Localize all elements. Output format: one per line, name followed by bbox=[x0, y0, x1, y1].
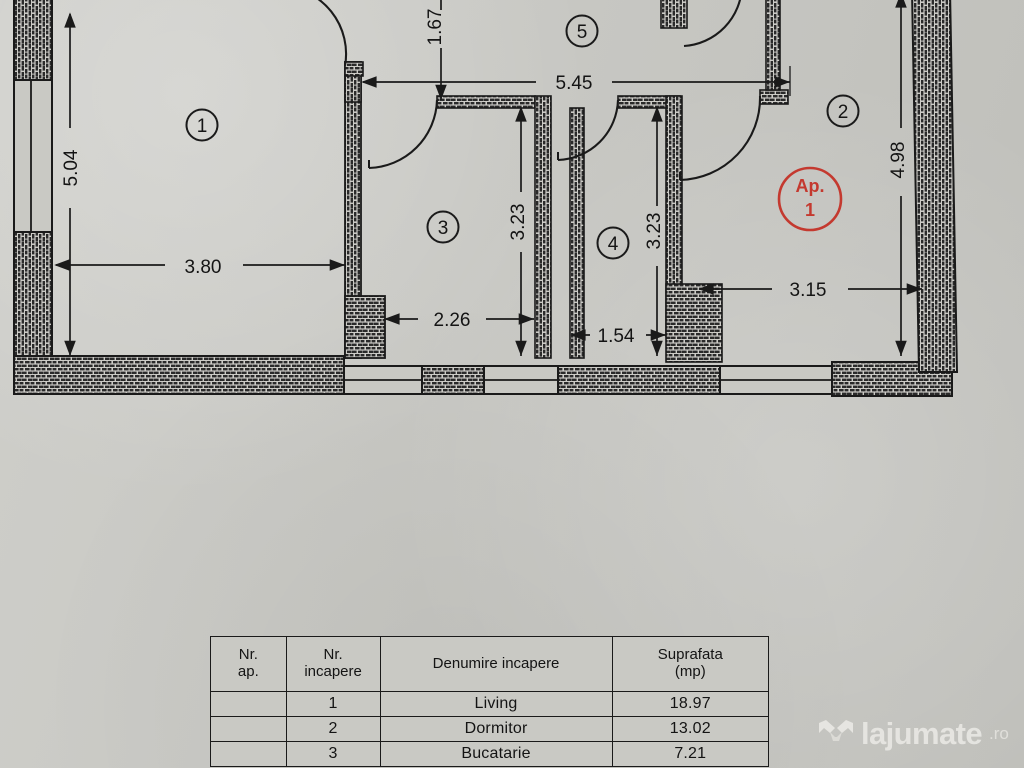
door-arc-living bbox=[317, 0, 348, 67]
cell-area: 13.02 bbox=[611, 716, 770, 742]
room-schedule-table: Nr. ap. Nr. incapere Denumire incapere S… bbox=[210, 636, 770, 767]
window-left bbox=[13, 79, 53, 233]
apartment-badge: Ap. 1 bbox=[777, 166, 843, 232]
wall-partition-kitchen-jamb bbox=[344, 295, 386, 359]
room-marker-5-label: 5 bbox=[577, 22, 588, 43]
wall-bedroom-left bbox=[765, 0, 781, 91]
room-markers: 1 2 3 4 5 bbox=[185, 14, 860, 260]
dim-5-45: 5.45 bbox=[556, 73, 593, 94]
wall-exterior-left-upper bbox=[13, 0, 53, 81]
wall-niche-top bbox=[660, 0, 688, 29]
dim-1-54: 1.54 bbox=[598, 326, 635, 347]
header-room-no-line2: incapere bbox=[304, 663, 362, 680]
room-marker-4: 4 bbox=[596, 226, 630, 260]
room-marker-2: 2 bbox=[826, 94, 860, 128]
window-bottom-3 bbox=[719, 365, 833, 395]
room-marker-4-label: 4 bbox=[608, 234, 619, 255]
cell-room-no: 3 bbox=[285, 741, 381, 767]
header-area: Suprafata (mp) bbox=[611, 636, 770, 692]
door-arc-kitchen bbox=[368, 99, 439, 170]
cell-room-name: Dormitor bbox=[379, 716, 613, 742]
wall-living-door-head bbox=[344, 61, 364, 77]
door-arcs bbox=[317, 0, 762, 182]
dim-3-23-kitchen: 3.23 bbox=[508, 204, 529, 241]
dim-3-23-bath: 3.23 bbox=[644, 213, 665, 250]
table-row: 2 Dormitor 13.02 bbox=[210, 716, 770, 742]
dim-3-15: 3.15 bbox=[790, 280, 827, 301]
wall-exterior-bottom-seg2 bbox=[421, 365, 485, 395]
dim-4-98: 4.98 bbox=[888, 142, 909, 179]
door-arc-bath bbox=[557, 99, 620, 162]
wall-exterior-left-lower bbox=[13, 231, 53, 373]
room-marker-5: 5 bbox=[565, 14, 599, 48]
cell-ap-no bbox=[210, 716, 287, 742]
dim-5-04: 5.04 bbox=[61, 149, 82, 186]
cell-room-no: 2 bbox=[285, 716, 381, 742]
wall-kitchen-top bbox=[436, 95, 536, 109]
room-marker-2-label: 2 bbox=[838, 102, 849, 123]
dim-1-67: 1.67 bbox=[425, 9, 446, 46]
cell-room-name: Living bbox=[379, 691, 613, 717]
wall-kitchen-right bbox=[534, 95, 552, 359]
apartment-badge-line2: 1 bbox=[805, 200, 815, 220]
room-marker-3: 3 bbox=[426, 210, 460, 244]
window-bottom-1 bbox=[343, 365, 423, 395]
header-room-no-line1: Nr. bbox=[323, 646, 343, 664]
wall-exterior-right bbox=[911, 0, 959, 373]
wall-bath-left bbox=[569, 107, 585, 359]
door-arc-bedroom bbox=[679, 95, 762, 182]
room-schedule: Nr. ap. Nr. incapere Denumire incapere S… bbox=[210, 636, 770, 767]
table-header-row: Nr. ap. Nr. incapere Denumire incapere S… bbox=[210, 636, 770, 692]
header-ap-no-line1: Nr. bbox=[238, 646, 258, 664]
wall-exterior-bottom-seg3 bbox=[557, 365, 721, 395]
room-marker-3-label: 3 bbox=[438, 218, 449, 239]
header-room-name: Denumire incapere bbox=[379, 636, 613, 692]
dimension-labels: 5.04 3.80 1.67 5.45 3.23 2.26 3.23 1.54 … bbox=[61, 9, 909, 347]
window-bottom-2 bbox=[483, 365, 559, 395]
door-arc-entry bbox=[683, 0, 742, 48]
cell-area: 18.97 bbox=[611, 691, 770, 717]
room-marker-1-label: 1 bbox=[197, 116, 208, 137]
cell-ap-no bbox=[210, 741, 287, 767]
dim-2-26: 2.26 bbox=[434, 310, 471, 331]
apartment-badge-line1: Ap. bbox=[796, 176, 825, 196]
header-ap-no-line2: ap. bbox=[237, 663, 259, 680]
table-row: 1 Living 18.97 bbox=[210, 691, 770, 717]
header-area-line2: (mp) bbox=[674, 663, 706, 680]
cell-room-no: 1 bbox=[285, 691, 381, 717]
dim-3-80: 3.80 bbox=[185, 257, 222, 278]
room-marker-1: 1 bbox=[185, 108, 219, 142]
table-row: 3 Bucatarie 7.21 bbox=[210, 741, 770, 767]
cell-area: 7.21 bbox=[611, 741, 770, 767]
wall-exterior-bottom-left bbox=[13, 355, 345, 395]
header-area-line1: Suprafata bbox=[657, 646, 723, 664]
walls bbox=[13, 0, 959, 397]
cell-room-name: Bucatarie bbox=[379, 741, 613, 767]
header-room-no: Nr. incapere bbox=[285, 636, 381, 692]
wall-bedroom-door-jamb bbox=[759, 89, 789, 105]
wall-bath-bottom-jamb bbox=[665, 283, 723, 363]
dimension-lines bbox=[54, 0, 922, 356]
cell-ap-no bbox=[210, 691, 287, 717]
header-ap-no: Nr. ap. bbox=[210, 636, 287, 692]
